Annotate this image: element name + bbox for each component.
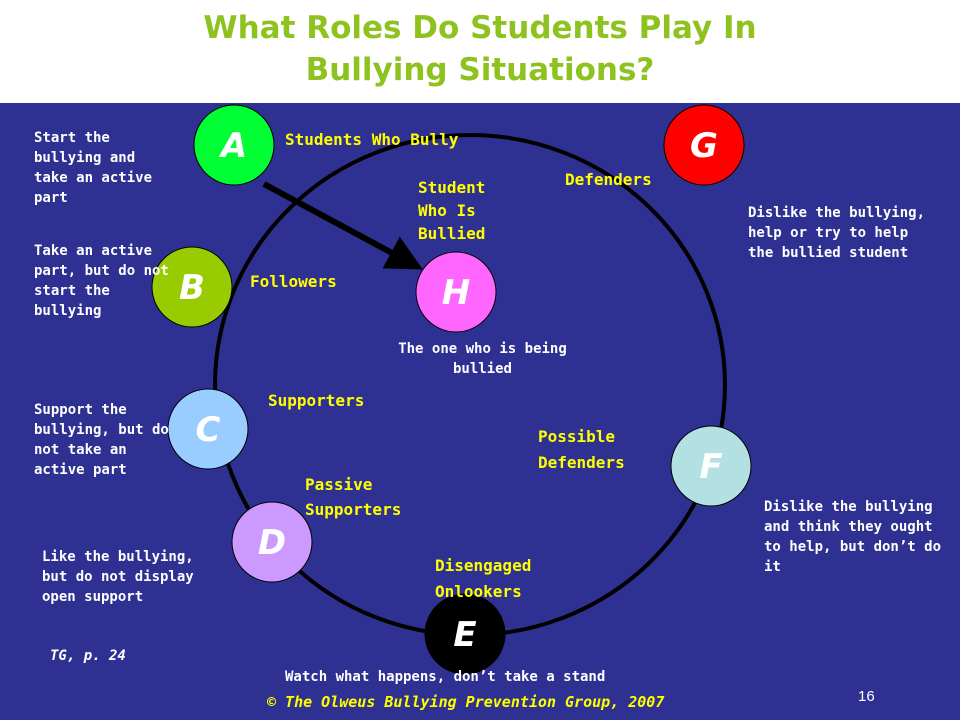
role-label-possible-defenders: Possible Defenders <box>538 427 625 472</box>
description-f: Dislike the bullying and think they ough… <box>764 499 942 575</box>
description-b: Take an active part, but do not start th… <box>34 243 169 319</box>
node-g-circle <box>663 104 745 186</box>
node-c: C <box>167 388 249 470</box>
node-b-letter: B <box>179 268 205 308</box>
node-e: E <box>424 593 506 675</box>
slide-title-line-2: Bullying Situations? <box>305 52 655 88</box>
description-a: Start the bullying and take an active pa… <box>34 130 153 206</box>
node-b-circle <box>151 246 233 328</box>
node-a: A <box>193 104 275 186</box>
role-label-students-who-bully: Students Who Bully <box>285 130 459 149</box>
role-label-defenders: Defenders <box>565 170 652 189</box>
reference-note: TG, p. 24 <box>50 648 126 664</box>
node-b: B <box>151 246 233 328</box>
node-d-letter: D <box>258 523 286 563</box>
node-c-circle <box>167 388 249 470</box>
description-d: Like the bullying, but do not display op… <box>42 549 194 605</box>
title-band <box>0 0 960 103</box>
description-c: Support the bullying, but do not take an… <box>34 402 169 478</box>
bullying-arrow <box>262 181 423 270</box>
node-d-circle <box>231 501 313 583</box>
node-h: H <box>415 251 497 333</box>
page-number: 16 <box>858 688 875 705</box>
node-g: G <box>663 104 745 186</box>
node-a-letter: A <box>218 126 247 166</box>
role-label-passive-supporters: Passive Supporters <box>305 475 402 519</box>
node-h-circle <box>415 251 497 333</box>
copyright-footer: © The Olweus Bullying Prevention Group, … <box>267 693 665 711</box>
description-g: Dislike the bullying, help or try to hel… <box>748 205 926 261</box>
node-e-letter: E <box>453 615 476 655</box>
role-label-disengaged-onlookers: Disengaged Onlookers <box>435 556 532 601</box>
role-label-student-who-is-bullied: Student Who Is Bullied <box>418 178 486 243</box>
description-e: Watch what happens, don’t take a stand <box>285 669 606 685</box>
node-d: D <box>231 501 313 583</box>
node-h-letter: H <box>442 273 470 313</box>
slide-title-line-1: What Roles Do Students Play In <box>203 10 757 46</box>
description-h: The one who is being bullied <box>398 341 567 377</box>
node-f-circle <box>670 425 752 507</box>
node-e-circle <box>424 593 506 675</box>
node-g-letter: G <box>690 126 718 166</box>
role-label-followers: Followers <box>250 272 337 291</box>
role-label-supporters: Supporters <box>268 391 365 410</box>
node-a-circle <box>193 104 275 186</box>
node-f: F <box>670 425 752 507</box>
node-f-letter: F <box>699 447 722 487</box>
node-c-letter: C <box>196 410 221 450</box>
